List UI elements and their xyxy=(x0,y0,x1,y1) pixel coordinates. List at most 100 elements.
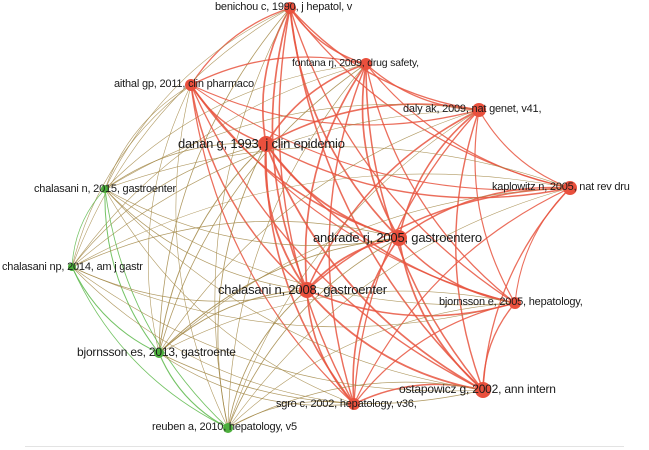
citation-link xyxy=(289,7,571,189)
node-label-andrade[interactable]: andrade rj, 2005, gastroentero xyxy=(313,230,482,245)
node-daly[interactable] xyxy=(472,103,486,117)
citation-link xyxy=(306,289,484,391)
node-label-chalasani2015[interactable]: chalasani n, 2015, gastroenter xyxy=(34,183,176,195)
citation-link xyxy=(482,187,571,391)
citation-link xyxy=(306,109,480,291)
citation-link xyxy=(482,302,516,391)
citation-link xyxy=(227,109,480,429)
citation-link xyxy=(158,289,308,354)
node-label-daly[interactable]: daly ak, 2009, nat genet, v41, xyxy=(403,103,542,115)
citation-link xyxy=(306,289,355,405)
citation-link xyxy=(190,84,308,291)
citation-link xyxy=(514,187,571,304)
node-label-bjornsson2005[interactable]: bjornsson e, 2005, hepatology, xyxy=(439,296,583,308)
citation-link xyxy=(147,84,192,354)
citation-link xyxy=(158,290,516,354)
node-aithal[interactable] xyxy=(185,79,197,91)
citation-link xyxy=(227,302,516,429)
citation-link xyxy=(190,84,484,391)
citation-link xyxy=(474,109,516,304)
citation-link xyxy=(271,7,308,291)
node-label-aithal[interactable]: aithal gp, 2011, clin pharmaco xyxy=(114,78,254,90)
citation-link xyxy=(227,401,355,429)
citation-link xyxy=(158,352,484,404)
node-label-chalasani2014[interactable]: chalasani np, 2014, am j gastr xyxy=(2,261,143,273)
citation-link xyxy=(71,266,516,328)
citation-link xyxy=(71,266,484,392)
edge-layer xyxy=(71,7,571,429)
citation-link xyxy=(227,63,367,429)
citation-link xyxy=(352,237,400,405)
citation-link xyxy=(158,63,367,354)
citation-link xyxy=(478,109,571,189)
citation-link xyxy=(104,188,160,354)
node-bjornsson2005[interactable] xyxy=(509,297,521,309)
citation-link xyxy=(217,143,267,429)
citation-link xyxy=(158,143,267,354)
node-label-bjornsson2013[interactable]: bjornsson es, 2013, gastroente xyxy=(77,345,236,359)
citation-link xyxy=(71,188,106,268)
bottom-divider xyxy=(25,446,624,447)
node-label-chalasani2008[interactable]: chalasani n, 2008, gastroenter xyxy=(218,282,387,297)
citation-link xyxy=(227,237,400,429)
citation-link xyxy=(190,84,480,126)
citation-link xyxy=(104,188,308,291)
citation-link xyxy=(71,173,571,268)
citation-link xyxy=(353,302,516,405)
citation-link xyxy=(158,187,571,354)
node-label-reuben[interactable]: reuben a, 2010, hepatology, v5 xyxy=(152,421,297,433)
node-andrade[interactable] xyxy=(391,230,407,246)
citation-link xyxy=(398,237,484,391)
node-label-fontana[interactable]: fontana rj, 2009, drug safety, xyxy=(292,57,419,69)
citation-link xyxy=(398,186,571,239)
citation-link xyxy=(158,352,229,429)
citation-link xyxy=(265,103,480,145)
node-sgro[interactable] xyxy=(348,398,360,410)
node-bjornsson2013[interactable] xyxy=(154,348,164,358)
node-chalasani2015[interactable] xyxy=(101,185,109,193)
node-layer xyxy=(68,2,577,433)
citation-link xyxy=(289,7,367,65)
node-kaplowitz[interactable] xyxy=(563,181,577,195)
citation-link xyxy=(289,7,484,391)
citation-link xyxy=(365,63,571,189)
node-label-kaplowitz[interactable]: kaplowitz n, 2005, nat rev dru xyxy=(492,181,630,193)
citation-link xyxy=(265,143,571,199)
citation-link xyxy=(71,266,160,354)
citation-link xyxy=(104,103,480,190)
citation-link xyxy=(71,266,229,429)
citation-link xyxy=(398,109,480,239)
citation-link xyxy=(227,187,571,429)
citation-link xyxy=(365,63,480,111)
citation-link xyxy=(104,142,267,190)
node-benichou[interactable] xyxy=(284,2,296,14)
node-chalasani2008[interactable] xyxy=(299,282,315,298)
citation-link xyxy=(306,237,400,291)
citation-link xyxy=(71,266,355,405)
citation-link xyxy=(353,109,480,405)
citation-link xyxy=(190,84,355,405)
citation-link xyxy=(104,84,192,190)
citation-link xyxy=(158,352,355,406)
node-chalasani2014[interactable] xyxy=(68,263,76,271)
node-label-ostapowicz[interactable]: ostapowicz g, 2002, ann intern xyxy=(399,382,556,396)
citation-link xyxy=(365,63,516,304)
citation-link xyxy=(104,188,516,306)
citation-link xyxy=(71,143,267,268)
node-label-sgro[interactable]: sgro c, 2002, hepatology, v36, xyxy=(276,398,417,410)
node-reuben[interactable] xyxy=(223,423,233,433)
node-fontana[interactable] xyxy=(360,58,372,70)
citation-link xyxy=(104,63,367,190)
citation-link xyxy=(71,220,400,268)
node-danan[interactable] xyxy=(258,136,274,152)
citation-link xyxy=(265,143,484,391)
node-label-benichou[interactable]: benichou c, 1990, j hepatol, v xyxy=(215,1,353,13)
citation-link xyxy=(71,109,480,268)
citation-link xyxy=(158,237,400,354)
node-label-danan[interactable]: danan g, 1993, j clin epidemio xyxy=(178,136,345,151)
node-ostapowicz[interactable] xyxy=(475,382,491,398)
citation-link xyxy=(104,188,355,405)
citation-link xyxy=(455,109,484,391)
citation-link xyxy=(190,7,291,86)
